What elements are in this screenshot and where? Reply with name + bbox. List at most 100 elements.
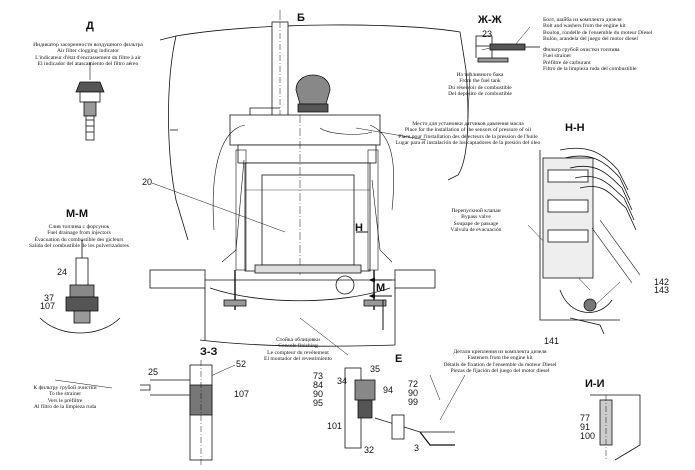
note-line: 91 — [580, 422, 591, 432]
section-label-z-z: З-З — [200, 346, 218, 358]
front-frame — [149, 269, 436, 347]
part-number: 20 — [142, 177, 153, 187]
note-line: El indicador del atascamiento del filtro… — [37, 61, 139, 68]
part-number: 143 — [654, 285, 670, 295]
part-number: 107 — [234, 389, 250, 399]
air-precleaner — [295, 74, 331, 113]
note-line: Soupape de passage — [453, 220, 499, 227]
note-line: Lugar para el instalación de los captado… — [395, 140, 541, 147]
note-line: 84 — [313, 380, 324, 390]
note-line: From the fuel tank — [459, 78, 501, 85]
note-line: Le compteur du revêtement — [267, 349, 329, 356]
part-number: 32 — [364, 445, 375, 455]
air-filter-indicator — [75, 62, 105, 141]
note-line: Детали крепления из комплекта дизеля — [453, 349, 547, 355]
note-line: Piezas de fijación del juego del motor d… — [450, 368, 550, 375]
section-marker-n: Н — [355, 222, 363, 234]
part-number: 107 — [40, 301, 56, 311]
note-line: Boulon, rondelle de l'ensemble du moteur… — [543, 29, 653, 36]
note-line: 100 — [580, 431, 596, 441]
part-number: 25 — [148, 367, 159, 377]
note-line: 95 — [313, 398, 324, 408]
note-line: Из топливного бака — [456, 72, 504, 78]
section-label-b: Б — [297, 12, 305, 24]
note-line: Bolt and washers from the engine kit — [543, 23, 626, 30]
note-line: Bulón, arandela del juego del motor dies… — [543, 36, 638, 43]
section-marker-m: М — [376, 282, 386, 294]
note-line: El montador del revestimiento — [264, 356, 332, 363]
section-label-e: Е — [395, 353, 403, 365]
note-line: Place for the installation of the sensor… — [404, 127, 532, 134]
note-line: Fasteners from the engine kit — [467, 355, 533, 362]
part-number: 37 — [44, 293, 55, 303]
hood-outline — [159, 24, 469, 241]
section-label-n-n: Н-Н — [565, 122, 585, 134]
note-line: Стойка облицовки — [276, 337, 320, 343]
note-line: Fuel drainage from injectors — [47, 230, 111, 237]
section-label-m-m: М-М — [66, 208, 88, 220]
note-line: 77 — [580, 413, 591, 423]
note-line: Évacuation du combustible des gicleurs — [34, 236, 124, 243]
exhaust-pipe — [271, 10, 289, 121]
note-line: Fuel strainer — [543, 53, 572, 60]
note-line: К фильтру грубой очистки — [33, 385, 97, 391]
fuel-strainer-view — [475, 35, 540, 63]
note-line: To the strainer — [48, 391, 82, 398]
note-line: Del depósito de combustible — [448, 91, 512, 98]
note-line: Место для установки датчиков давления ма… — [412, 121, 524, 127]
note-line: Détails de fixation de l'ensemble du mot… — [443, 361, 557, 368]
note-line: Слив топлива с форсунок — [48, 224, 110, 230]
note-line: Salida del combustible de los pulverizad… — [29, 243, 129, 250]
note-line: Du réservoir de combustible — [448, 84, 512, 91]
part-number: 142 — [654, 277, 670, 287]
part-number: 23 — [482, 29, 493, 39]
section-markers — [356, 231, 392, 330]
part-number: 35 — [370, 364, 381, 374]
part-number: 34 — [337, 376, 348, 386]
note-air-filter: Индикатор засоренности воздушного фильтр… — [8, 42, 168, 68]
note-line: Vers le préfiltre — [47, 397, 83, 404]
view-z-z — [140, 360, 213, 465]
hoses — [212, 124, 395, 263]
section-label-d: Д — [86, 20, 94, 32]
section-label-i-i: И-И — [585, 378, 605, 390]
part-number: 24 — [57, 267, 68, 277]
part-number: 94 — [383, 385, 394, 395]
note-line: Válvula de evacuación — [450, 227, 502, 234]
note-line: Индикатор засоренности воздушного фильтр… — [33, 42, 143, 48]
note-line: Air filter clogging indicator — [57, 48, 119, 55]
note-line: Al filtro de la limpieza ruda — [33, 404, 97, 411]
note-line: Filtro de la limpieza ruda del combustib… — [543, 66, 637, 73]
radiator-body — [229, 107, 381, 295]
note-line: Bypass valve — [461, 214, 491, 221]
part-number: 52 — [236, 359, 247, 369]
part-number: 141 — [544, 336, 560, 346]
note-line: Place pour l'installation des détecteurs… — [398, 133, 538, 140]
part-number: 101 — [327, 421, 343, 431]
note-line: 72 — [408, 379, 419, 389]
note-oil-sensor: Место для установки датчиков давления ма… — [378, 121, 558, 147]
note-line: Болт, шайба из комплекта дизеля — [543, 17, 622, 23]
view-n-n — [539, 147, 641, 335]
note-line: Перепускной клапан — [451, 208, 501, 214]
part-number: 3 — [414, 443, 420, 453]
note-line: 90 — [313, 389, 324, 399]
note-line: 99 — [408, 397, 419, 407]
note-line: 90 — [408, 388, 419, 398]
note-line: Console finishing — [278, 343, 318, 350]
view-i-i — [590, 394, 641, 461]
section-label-zh: Ж-Ж — [478, 14, 502, 26]
note-line: Préfiltre de carburant — [543, 59, 591, 66]
